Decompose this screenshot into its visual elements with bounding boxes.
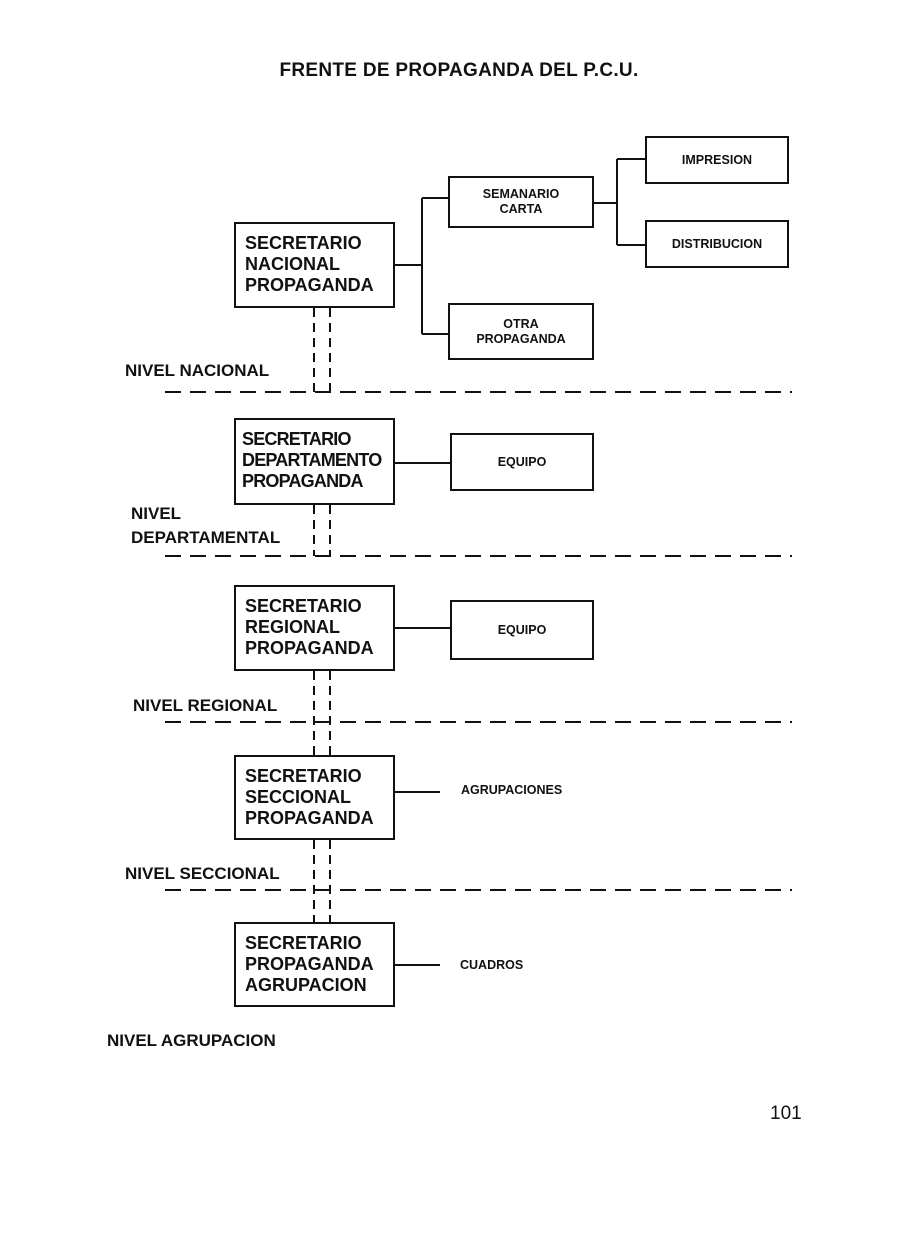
box-secretario-departamento: SECRETARIO DEPARTAMENTO PROPAGANDA [234, 418, 395, 505]
level-label-seccional: NIVEL SECCIONAL [125, 864, 280, 883]
box-secretario-regional: SECRETARIO REGIONAL PROPAGANDA [234, 585, 395, 671]
level-label-regional: NIVEL REGIONAL [133, 696, 278, 715]
level-label-departamental-line2: DEPARTAMENTAL [131, 528, 281, 547]
label-cuadros: CUADROS [460, 958, 524, 972]
level-label-agrupacion: NIVEL AGRUPACION [107, 1031, 276, 1050]
box-secretario-seccional: SECRETARIO SECCIONAL PROPAGANDA [234, 755, 395, 840]
box-otra-propaganda: OTRA PROPAGANDA [448, 303, 594, 360]
box-secretario-nacional: SECRETARIO NACIONAL PROPAGANDA [234, 222, 395, 308]
page-number: 101 [770, 1103, 802, 1124]
box-equipo-departamental: EQUIPO [450, 433, 594, 491]
box-impresion: IMPRESION [645, 136, 789, 184]
diagram-title: FRENTE DE PROPAGANDA DEL P.C.U. [279, 60, 639, 81]
box-semanario-carta: SEMANARIO CARTA [448, 176, 594, 228]
box-distribucion: DISTRIBUCION [645, 220, 789, 268]
label-agrupaciones: AGRUPACIONES [461, 783, 563, 797]
box-secretario-agrupacion: SECRETARIO PROPAGANDA AGRUPACION [234, 922, 395, 1007]
level-label-nacional: NIVEL NACIONAL [125, 361, 270, 380]
box-equipo-regional: EQUIPO [450, 600, 594, 660]
level-label-departamental-line1: NIVEL [131, 504, 182, 523]
